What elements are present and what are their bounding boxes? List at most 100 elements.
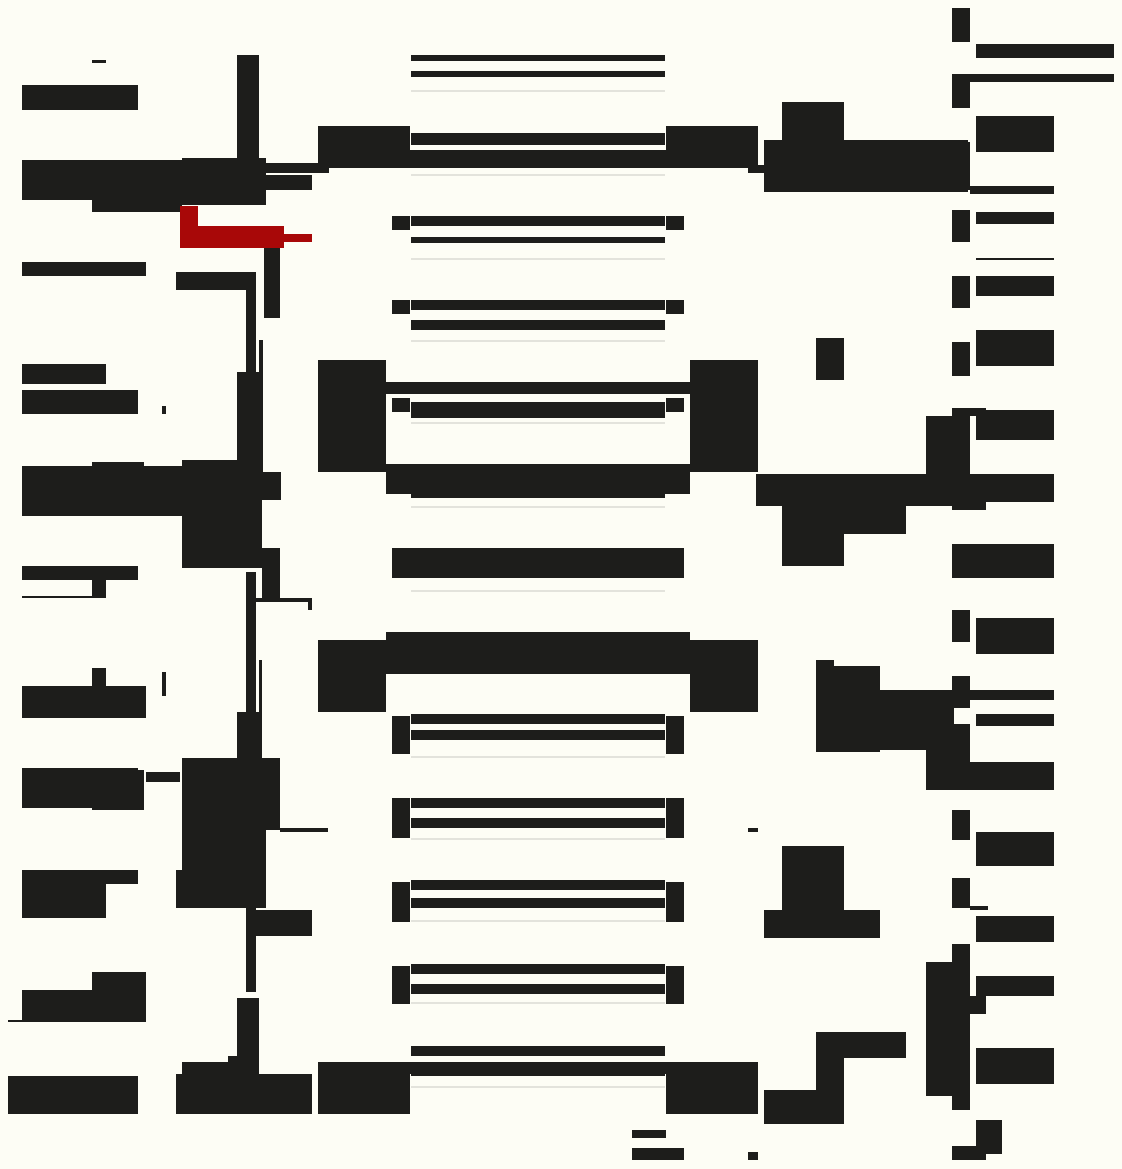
left-block [92, 1100, 106, 1114]
left-block [264, 175, 312, 190]
ladder-nub-left [392, 398, 410, 412]
mid-slab [318, 360, 386, 472]
left-block [280, 828, 328, 832]
hairline [411, 422, 665, 424]
right-column-block [976, 212, 1054, 224]
left-block [264, 248, 280, 318]
ladder-wall [666, 798, 684, 838]
right-center-block [782, 534, 844, 566]
left-block [92, 60, 106, 63]
right-column-block [952, 1090, 970, 1110]
left-block [182, 460, 262, 568]
right-center-block [748, 828, 758, 832]
left-block [92, 580, 106, 598]
mid-slab [318, 640, 386, 712]
right-center-block [816, 1032, 906, 1058]
ladder-bar [411, 798, 665, 808]
right-column-block [976, 618, 1054, 654]
right-column-block [952, 474, 1054, 502]
mid-slab [690, 360, 758, 472]
right-column-block [976, 116, 1054, 152]
mid-slab [386, 464, 690, 494]
ladder-bar [411, 898, 665, 908]
ladder-bar [411, 964, 665, 974]
mid-slab [392, 548, 684, 578]
left-block [22, 596, 92, 598]
right-column-block [952, 276, 970, 308]
right-column-block [952, 502, 986, 510]
ladder-bar [411, 237, 665, 243]
right-column-block [976, 276, 1054, 296]
right-column-block [952, 996, 986, 1014]
right-column-block [976, 258, 1054, 260]
right-column-block [952, 610, 970, 642]
hairline [411, 920, 665, 922]
left-block [146, 772, 180, 782]
ladder-wall [666, 716, 684, 754]
left-block [182, 158, 266, 205]
right-column-block [976, 714, 1054, 726]
right-column-block [970, 906, 988, 910]
left-block [22, 364, 106, 384]
mid-slab [690, 640, 758, 712]
left-block [8, 1020, 38, 1022]
right-column-block [952, 878, 970, 908]
right-column-block [952, 74, 970, 108]
left-block [237, 712, 259, 762]
right-column-block [952, 676, 970, 708]
right-center-block [756, 474, 956, 506]
ladder-bar [411, 984, 665, 994]
left-block [22, 884, 106, 918]
ladder-bar [411, 133, 665, 139]
right-column-block [970, 690, 1054, 700]
ladder-wall [392, 716, 410, 754]
right-column-block [952, 810, 970, 840]
ladder-wall [392, 966, 410, 1004]
right-column-block [976, 832, 1054, 866]
mid-slab [748, 1152, 758, 1160]
hairline [411, 756, 665, 758]
left-block [92, 770, 144, 810]
right-column-block [926, 416, 970, 476]
left-block [237, 372, 259, 472]
right-column-block [952, 544, 1054, 578]
ladder-bar [411, 818, 665, 828]
hairline [411, 590, 665, 592]
mid-slab [632, 1130, 666, 1138]
accent-block [284, 234, 312, 242]
mid-slab [386, 632, 690, 674]
left-block [22, 870, 138, 884]
left-block [22, 466, 182, 516]
right-column-block [976, 1048, 1054, 1084]
right-column-block [976, 916, 1054, 942]
right-column-block [952, 210, 970, 242]
hairline [411, 90, 665, 92]
left-block [246, 900, 256, 992]
hairline [411, 1002, 665, 1004]
mid-slab [632, 1148, 684, 1160]
ladder-wall [392, 798, 410, 838]
mid-slab [318, 150, 758, 168]
right-column-block [970, 74, 1114, 82]
ladder-wall [666, 884, 684, 922]
ladder-bar [411, 216, 665, 226]
hairline [411, 174, 665, 176]
ladder-bar [411, 320, 665, 330]
left-block [259, 472, 281, 500]
right-center-block [764, 910, 880, 938]
ladder-bar [411, 71, 665, 77]
left-block [92, 262, 112, 276]
ladder-nub-right [666, 216, 684, 230]
left-block [22, 85, 138, 110]
left-block [182, 758, 280, 830]
left-block [256, 910, 312, 936]
left-block [262, 548, 280, 598]
right-center-block [816, 666, 880, 752]
hairline [411, 506, 665, 508]
left-block [22, 566, 138, 580]
right-center-block [816, 338, 844, 380]
accent-block [180, 226, 284, 248]
right-center-block [764, 140, 968, 192]
ladder-nub-right [666, 398, 684, 412]
hairline [411, 1086, 665, 1088]
